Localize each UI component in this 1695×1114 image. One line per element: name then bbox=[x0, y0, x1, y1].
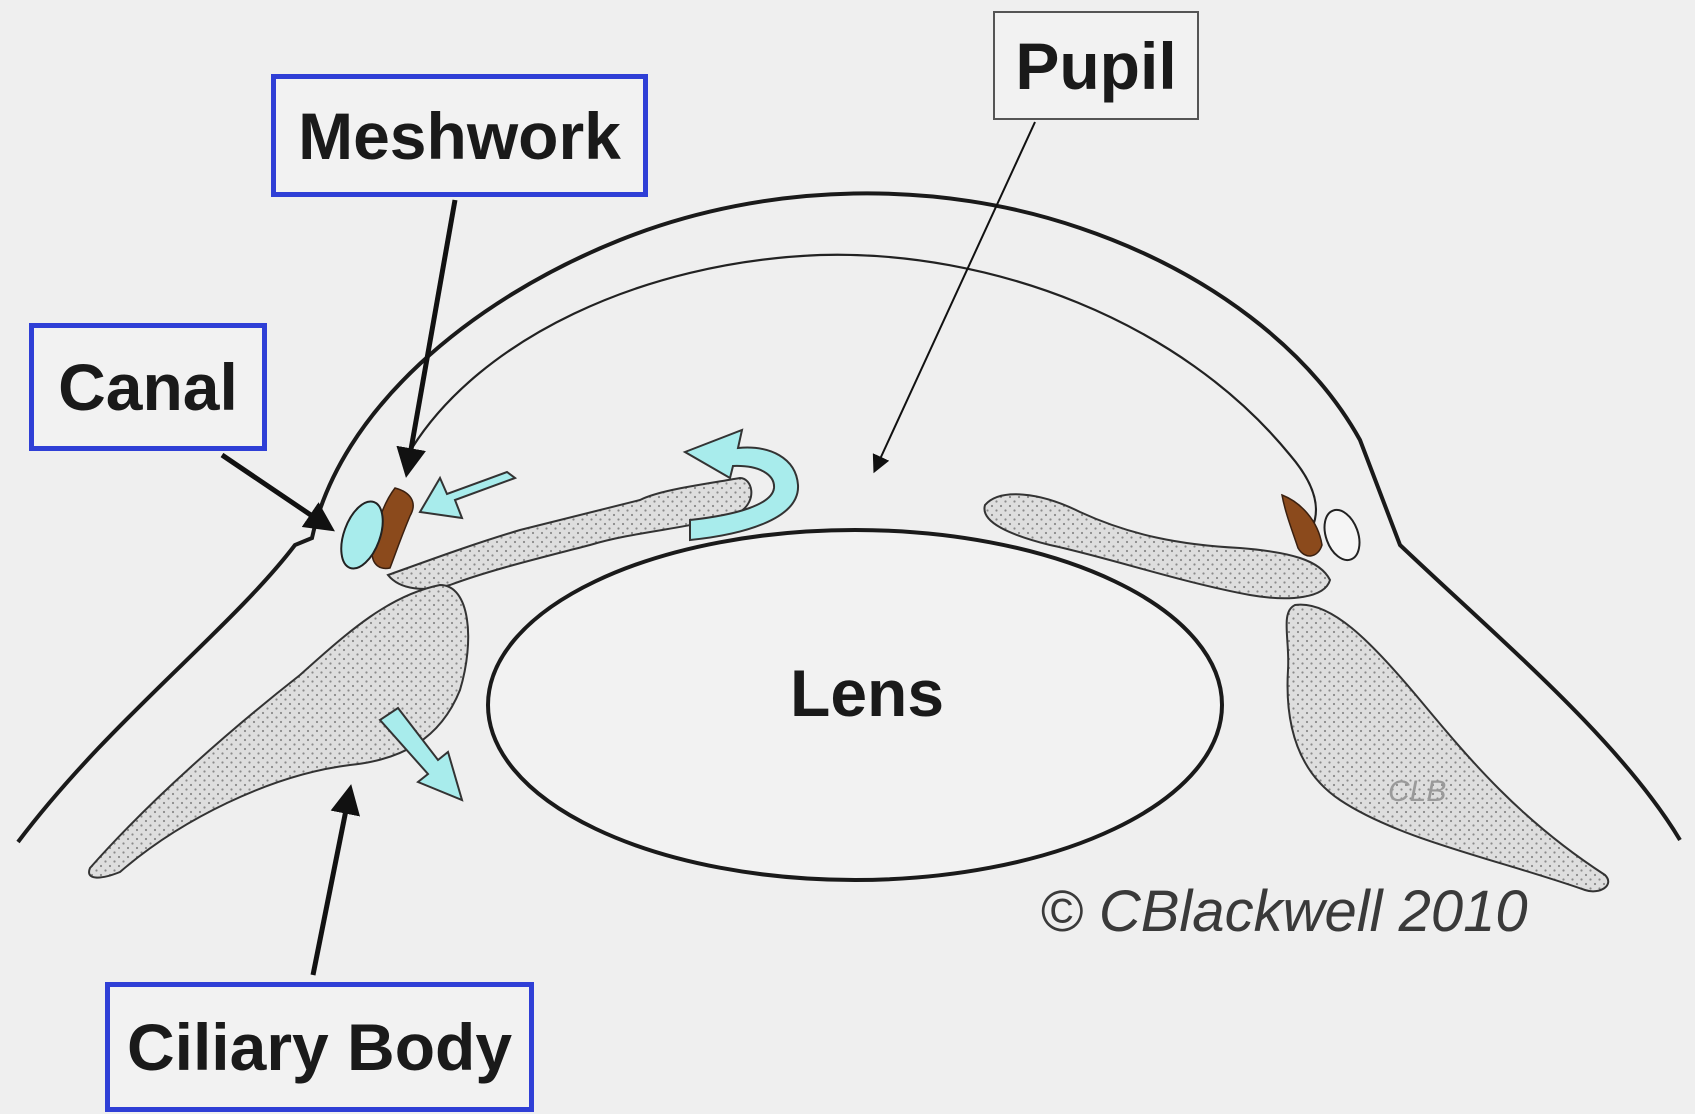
canal-right-shape bbox=[1318, 505, 1366, 565]
ciliary-pointer-arrow bbox=[313, 790, 350, 975]
ciliary-body-right bbox=[1287, 605, 1609, 892]
canal-pointer-arrow bbox=[222, 455, 330, 528]
copyright-notice: © CBlackwell 2010 bbox=[1040, 878, 1528, 945]
cornea-inner-line bbox=[412, 255, 1316, 545]
meshwork-pointer-arrow bbox=[407, 200, 455, 472]
pupil-label: Pupil bbox=[993, 11, 1199, 120]
flow-arrow-to-meshwork bbox=[420, 472, 515, 518]
ciliary-body-label: Ciliary Body bbox=[105, 982, 534, 1112]
canal-label: Canal bbox=[29, 323, 267, 451]
pupil-pointer-arrow bbox=[875, 122, 1035, 470]
meshwork-label: Meshwork bbox=[271, 74, 648, 197]
lens-label: Lens bbox=[790, 655, 944, 731]
artist-initials: CLB bbox=[1388, 775, 1446, 809]
